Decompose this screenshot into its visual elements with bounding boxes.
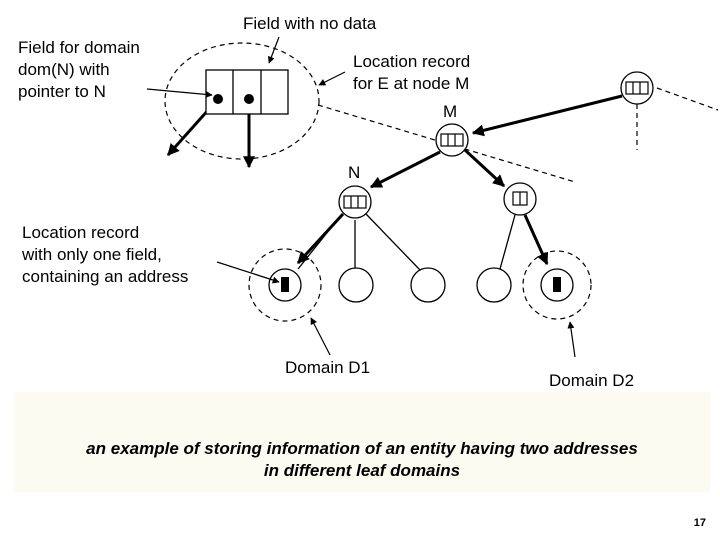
label-location-record-one-2: with only one field, — [21, 245, 162, 264]
leaf-d1 — [268, 268, 302, 302]
leaf-empty-1 — [338, 267, 374, 303]
page-number: 17 — [693, 517, 706, 529]
label-location-record-one-1: Location record — [22, 223, 139, 242]
node-m — [435, 123, 469, 157]
leaf-empty-2 — [410, 267, 446, 303]
domain-d2-boundary — [522, 250, 592, 320]
node-m-child-2 — [503, 182, 537, 216]
label-node-n: N — [348, 163, 360, 182]
caption-band: an example of storing information of an … — [14, 392, 710, 492]
tree-diagram: Field with no data Field for domain dom(… — [18, 14, 719, 390]
label-field-domain-1: Field for domain — [18, 38, 140, 57]
leaf-d2 — [540, 268, 574, 302]
node-n — [338, 185, 372, 219]
label-location-record-one-3: containing an address — [22, 267, 188, 286]
caption-line-2: in different leaf domains — [263, 461, 461, 480]
label-domain-d2: Domain D2 — [549, 371, 634, 390]
pointer-dot-2 — [244, 94, 254, 104]
tree-edges — [297, 213, 516, 271]
domain-d1-boundary — [248, 248, 322, 322]
label-field-no-data: Field with no data — [243, 14, 377, 33]
label-field-domain-3: pointer to N — [18, 82, 106, 101]
zoom-ellipse — [164, 42, 320, 160]
label-location-record-e-1: Location record — [353, 52, 470, 71]
label-location-record-e-2: for E at node M — [353, 74, 469, 93]
node-root — [620, 71, 654, 105]
label-domain-d1: Domain D1 — [285, 358, 370, 377]
figure-panel: Field with no data Field for domain dom(… — [18, 14, 719, 390]
label-node-m: M — [443, 102, 457, 121]
domain-root-boundary-line — [656, 87, 719, 111]
label-field-domain-2: dom(N) with — [18, 60, 110, 79]
enlarged-location-record — [205, 69, 289, 115]
pointer-arrows — [166, 94, 623, 266]
caption-line-1: an example of storing information of an … — [86, 439, 638, 458]
pointer-dot-1 — [213, 94, 223, 104]
leaf-empty-3 — [476, 267, 512, 303]
label-arrows — [146, 36, 576, 358]
